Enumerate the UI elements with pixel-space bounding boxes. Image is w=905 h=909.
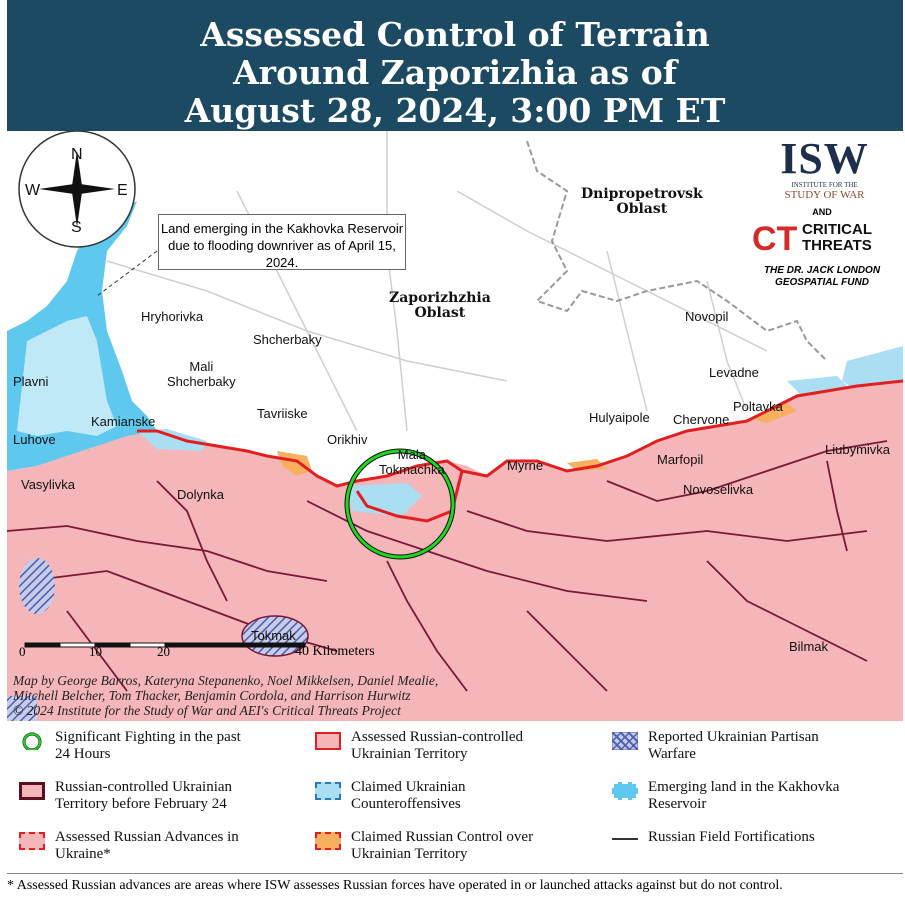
title-line-2: Around Zaporizhia as of	[233, 53, 677, 92]
legend-partisan-label: Reported Ukrainian Partisan Warfare	[648, 729, 819, 762]
legend-counter: Claimed Ukrainian Counteroffensives	[315, 779, 466, 813]
legend-claimed: Claimed Russian Control over Ukrainian T…	[315, 829, 533, 863]
fund-line-2: GEOSPATIAL FUND	[775, 277, 869, 288]
advances-swatch-icon	[19, 832, 45, 850]
place-tavriiske: Tavriiske	[257, 406, 308, 421]
scale-20: 20	[157, 644, 170, 659]
place-dolynka: Dolynka	[177, 487, 224, 502]
scale-10: 10	[89, 644, 102, 659]
fund-line-1: THE DR. JACK LONDON	[763, 265, 881, 276]
map-canvas	[7, 131, 903, 721]
credit-line-3: © 2024 Institute for the Study of War an…	[13, 703, 401, 718]
scale-bar	[24, 642, 306, 648]
place-mali-shcherbaky: Mali Shcherbaky	[167, 359, 236, 389]
legend-fort: Russian Field Fortifications	[612, 829, 815, 846]
place-hryhorivka: Hryhorivka	[141, 309, 204, 324]
place-kamianske: Kamianske	[91, 414, 156, 429]
scale-0: 0	[19, 644, 26, 659]
before-swatch-icon	[19, 782, 45, 800]
legend-assessed: Assessed Russian-controlled Ukrainian Te…	[315, 729, 523, 763]
map-title: Assessed Control of Terrain Around Zapor…	[7, 0, 903, 131]
compass-w: W	[25, 182, 41, 199]
place-plavni: Plavni	[13, 374, 49, 389]
legend-fighting-label: Significant Fighting in the past 24 Hour…	[55, 729, 241, 762]
legend: Significant Fighting in the past 24 Hour…	[7, 721, 903, 871]
place-vasylivka: Vasylivka	[21, 477, 75, 492]
legend-advances: Assessed Russian Advances in Ukraine*	[19, 829, 239, 863]
footnote: * Assessed Russian advances are areas wh…	[7, 873, 903, 894]
legend-before: Russian-controlled Ukrainian Territory b…	[19, 779, 232, 813]
isw-sub-1: INSTITUTE FOR THE	[791, 181, 858, 189]
place-levadne: Levadne	[709, 365, 759, 380]
place-novopil: Novopil	[685, 309, 729, 324]
logo-and: AND	[812, 207, 832, 217]
legend-emerging-label: Emerging land in the Kakhovka Reservoir	[648, 779, 840, 812]
ct-mark: CT	[752, 220, 798, 258]
legend-fighting: Significant Fighting in the past 24 Hour…	[19, 729, 241, 763]
oblast-border	[526, 140, 828, 362]
place-novoselivka: Novoselivka	[683, 482, 754, 497]
ct-word-2: THREATS	[802, 237, 872, 254]
legend-emerging: Emerging land in the Kakhovka Reservoir	[612, 779, 839, 813]
fund-logo: THE DR. JACK LONDON GEOSPATIAL FUND	[747, 265, 897, 289]
credit-line-2: Mitchell Belcher, Tom Thacker, Benjamin …	[13, 688, 411, 703]
partisan-swatch-icon	[612, 732, 638, 750]
emerging-swatch-icon	[612, 782, 638, 800]
isw-sub-2: STUDY OF WAR	[784, 189, 865, 201]
place-marfopil: Marfopil	[657, 452, 704, 467]
compass-rose	[18, 131, 136, 248]
legend-advances-label: Assessed Russian Advances in Ukraine*	[55, 829, 239, 862]
label-zaporizhzhia-oblast: Zaporizhzhia Oblast	[389, 290, 491, 321]
place-luhove: Luhove	[13, 432, 56, 447]
russian-controlled-territory	[7, 381, 903, 721]
counter-swatch-icon	[315, 782, 341, 800]
place-mala-tokmachka: Mala Tokmachka	[379, 447, 445, 477]
title-line-1: Assessed Control of Terrain	[200, 15, 710, 54]
partisan-area	[19, 558, 55, 614]
compass-s: S	[71, 219, 82, 236]
map-area[interactable]: N S E W Land emerging in the Kakhovka Re…	[7, 131, 903, 721]
isw-wordmark: ISW	[780, 134, 869, 183]
place-liubymivka: Liubymivka	[825, 442, 891, 457]
legend-assessed-label: Assessed Russian-controlled Ukrainian Te…	[351, 729, 524, 762]
title-line-3: August 28, 2024, 3:00 PM ET	[184, 91, 726, 130]
compass-e: E	[117, 182, 128, 199]
place-myrne: Myrne	[507, 458, 544, 473]
compass-n: N	[71, 146, 83, 163]
place-hulyaipole: Hulyaipole	[589, 410, 650, 425]
place-poltavka: Poltavka	[733, 399, 783, 414]
place-chervone: Chervone	[673, 412, 730, 427]
place-tokmak: Tokmak	[251, 628, 296, 643]
critical-threats-logo: CT CRITICAL THREATS	[752, 219, 902, 259]
place-bilmak: Bilmak	[789, 639, 829, 654]
place-orikhiv: Orikhiv	[327, 432, 368, 447]
legend-claimed-label: Claimed Russian Control over Ukrainian T…	[351, 829, 534, 862]
legend-fort-label: Russian Field Fortifications	[648, 829, 815, 845]
assessed-swatch-icon	[315, 732, 341, 750]
fort-swatch-icon	[612, 838, 638, 840]
claimed-swatch-icon	[315, 832, 341, 850]
legend-before-label: Russian-controlled Ukrainian Territory b…	[55, 779, 233, 812]
scale-40: 40 Kilometers	[295, 644, 375, 659]
reservoir-callout: Land emerging in the Kakhovka Reservoir …	[158, 214, 406, 270]
legend-partisan: Reported Ukrainian Partisan Warfare	[612, 729, 819, 763]
credit-line-1: Map by George Barros, Kateryna Stepanenk…	[13, 673, 439, 688]
fighting-swatch-icon	[22, 732, 42, 750]
place-shcherbaky: Shcherbaky	[253, 332, 322, 347]
legend-counter-label: Claimed Ukrainian Counteroffensives	[351, 779, 466, 812]
label-dnipropetrovsk-oblast: Dnipropetrovsk Oblast	[581, 186, 703, 217]
ct-word-1: CRITICAL	[802, 221, 872, 238]
front-line	[137, 379, 903, 523]
isw-logo: ISW INSTITUTE FOR THE STUDY OF WAR	[752, 134, 897, 202]
